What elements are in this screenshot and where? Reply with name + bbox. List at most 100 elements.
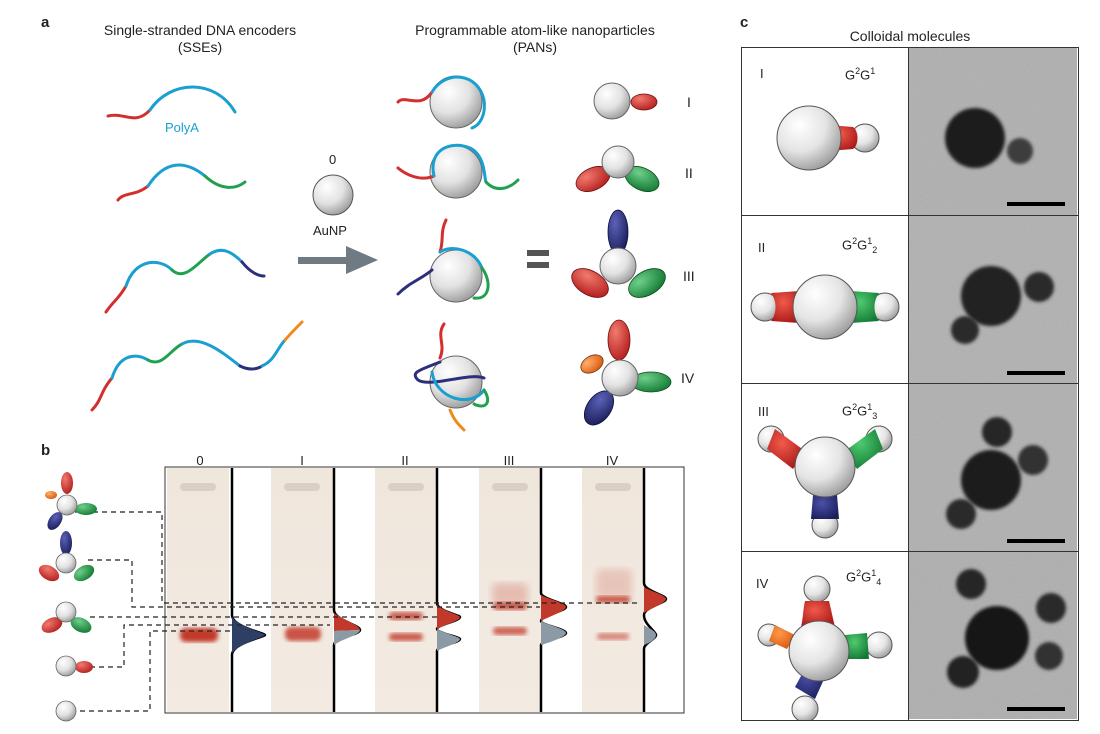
sse-strand-4-polya3 [260,338,287,368]
grid-divider-1 [741,215,1078,216]
atom-4-red-lobe [607,319,631,361]
gel-band-2-upper [389,612,423,620]
mini-iv-red [61,472,73,494]
cm-formula-3: G2G13 [842,402,878,421]
sse-strand-4-orange [283,320,304,342]
cm-numeral-3: III [758,404,769,419]
sse-strand-3-red [104,284,128,314]
sse-strand-3-navy [240,260,266,278]
row-label-3: III [683,268,695,284]
cm-formula-2: G2G12 [842,236,878,255]
sse-strand-1-red [106,108,152,120]
pan-title: Programmable atom-like nanoparticles(PAN… [415,22,655,55]
panel-c-letter: c [740,14,749,31]
colloidal-models [750,105,900,720]
lane-label-0: 0 [196,453,204,468]
sse-strand-2-green [203,174,247,189]
gel-band-3-smear [492,583,528,605]
model-4 [757,575,893,720]
atom-3-sphere [599,247,637,285]
gel-lane-1 [271,468,333,712]
mini-i-red [75,661,93,673]
leader-i [90,624,330,668]
sse-strand-4-navy [238,364,264,371]
profile-4-fill-bottom [644,625,656,645]
mini-ii-green [70,617,92,633]
lane-label-3: III [503,453,515,468]
gel-lane-0 [167,468,229,712]
cm-numeral-4: IV [756,576,769,591]
pan-2-polya [431,143,488,184]
gel-band-2-lower [389,633,423,641]
cm-numeral-2: II [758,240,766,255]
equals-bar-bottom [527,262,549,268]
sse-strand-2-polya [146,163,207,188]
mini-ii-red [41,617,63,633]
gel-well-2 [388,483,424,491]
pan-3-red [438,218,448,254]
mini-iv-green [75,503,97,515]
mini-iii-red [38,564,60,582]
atom-3-navy-lobe [607,209,629,255]
panel-a-letter: a [41,14,50,31]
sse-strand-2-red [116,184,150,202]
pan-4-green [472,388,490,408]
pan-4-red [438,322,446,360]
gel-lane-2 [375,468,437,712]
grid-divider-vertical [908,47,909,720]
gel-band-4-lower [597,633,629,640]
gel-well-3 [492,483,528,491]
gel-band-1-main [285,627,321,641]
leader-iv [75,511,640,604]
mini-iv-orange [45,491,57,499]
atom-2-sphere [601,145,635,179]
gel-well-1 [284,483,320,491]
colloidal-grid [741,47,1079,721]
reaction-arrow-head [346,246,378,274]
sse-strand-1-polya [148,85,237,114]
sse-strand-4-green [146,342,184,364]
aunp-sphere [312,174,354,216]
panel-c-title: Colloidal molecules [849,28,971,44]
model-3 [757,425,893,539]
atom-1-red-lobe [630,93,658,111]
pan-2-green [484,178,520,190]
pan-3-polya [438,247,484,270]
grid-divider-2 [741,383,1078,384]
atom-3-red-lobe [571,268,609,298]
sse-strand-4-red [90,376,114,412]
profile-0-fill [232,617,265,653]
leader-iii [88,559,540,608]
profile-3-fill-top [541,595,566,621]
mini-iii-sphere [55,552,77,574]
reaction-arrow-shaft [298,257,348,264]
cm-formula-4: G2G14 [846,568,882,587]
cm-numeral-1: I [760,66,764,81]
mini-iv-navy [47,512,63,530]
gel-well-0 [180,483,216,491]
sse-strand-4-polya1 [110,354,150,380]
lane-label-4: IV [605,453,619,468]
sse-strand-4-polya2 [180,339,242,368]
tem-image-2 [909,216,1077,383]
aunp-label: AuNP [313,223,347,238]
equals-bar-top [527,250,549,256]
profile-3-fill-bottom [541,621,566,645]
aunp-number: 0 [329,152,337,167]
profile-4-fill-top [644,587,666,613]
gel-band-3-upper [493,602,527,610]
profile-2-fill-bottom [437,629,460,651]
row-label-1: I [687,94,691,110]
pan-2-red [396,166,436,180]
mini-0-sphere [55,700,77,722]
pan-3-navy [396,268,434,296]
lane-label-2: II [401,453,409,468]
tem-image-4 [909,552,1077,719]
atom-4-orange-lobe [580,354,604,374]
profile-1-fill-bottom [334,630,360,645]
panel-b-letter: b [41,442,51,459]
tem-image-3 [909,384,1077,551]
gel-band-0-main [180,628,218,642]
pan-4-polya [430,370,486,402]
mini-i-sphere [55,655,77,677]
